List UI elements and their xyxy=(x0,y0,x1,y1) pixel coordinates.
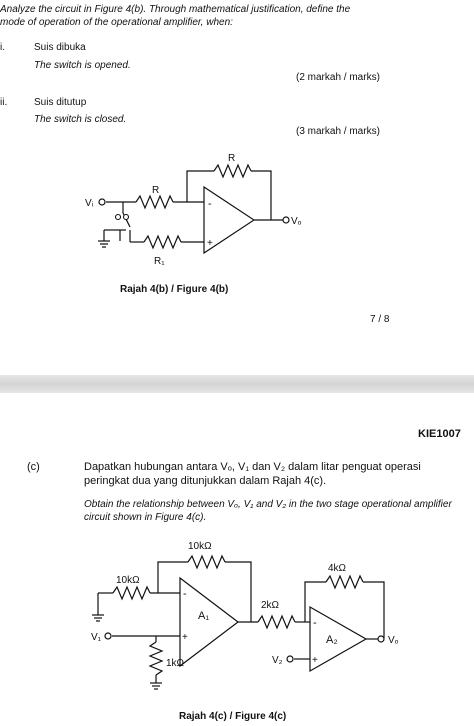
label-a2-minus: - xyxy=(313,617,317,629)
label-10k-feedback: 10kΩ xyxy=(188,541,212,552)
course-code: KIE1007 xyxy=(418,428,461,440)
label-minus: - xyxy=(208,198,212,210)
label-a2-plus: + xyxy=(312,655,318,666)
label-a1-plus: + xyxy=(182,632,188,643)
vo-terminal-2 xyxy=(377,635,385,643)
label-10k-input: 10kΩ xyxy=(116,575,140,586)
label-1k: 1kΩ xyxy=(166,658,185,669)
resistor-r-input xyxy=(135,194,174,210)
figure-4b-circuit: R R R₁ Vᵢ Vₒ - + xyxy=(85,153,302,267)
label-v2: V₂ xyxy=(272,655,283,666)
label-r1: R₁ xyxy=(154,256,165,267)
resistor-r1 xyxy=(143,234,182,250)
intro-line-2: mode of operation of the operational amp… xyxy=(0,17,233,28)
question-malay-line-1: Dapatkan hubungan antara Vₒ, V₁ dan V₂ d… xyxy=(84,461,421,473)
part-label: (c) xyxy=(27,461,40,473)
resistor-1k xyxy=(148,641,164,676)
label-4k: 4kΩ xyxy=(328,563,347,574)
label-a2: A₂ xyxy=(326,634,338,646)
vi-terminal xyxy=(98,198,106,206)
question-english-line-1: Obtain the relationship between Vₒ, V₁ a… xyxy=(84,499,452,510)
label-vo-2: Vₒ xyxy=(388,635,399,646)
label-vi: Vᵢ xyxy=(85,198,94,209)
label-r-feedback: R xyxy=(228,153,235,164)
figure-4c-circuit: 10kΩ 10kΩ 2kΩ 4kΩ 1kΩ A₁ A₂ V₁ V₂ Vₒ - +… xyxy=(91,541,399,690)
item-marks-2: (3 markah / marks) xyxy=(296,126,380,137)
page-number: 7 / 8 xyxy=(370,314,390,325)
page-separator xyxy=(0,375,474,393)
resistor-4k-feedback xyxy=(325,574,364,590)
op-amp-a1 xyxy=(179,576,239,668)
item-english-2: The switch is closed. xyxy=(34,114,127,125)
op-amp-symbol xyxy=(203,185,256,255)
resistor-10k-feedback xyxy=(187,554,226,570)
item-malay-1: Suis dibuka xyxy=(34,42,86,53)
v1-terminal xyxy=(104,632,112,640)
question-malay-line-2: peringkat dua yang ditunjukkan dalam Raj… xyxy=(84,475,327,487)
figure-4b-caption: Rajah 4(b) / Figure 4(b) xyxy=(120,284,229,295)
label-2k: 2kΩ xyxy=(261,600,280,611)
v2-terminal xyxy=(286,655,294,663)
item-malay-2: Suis ditutup xyxy=(34,97,87,108)
vo-terminal xyxy=(282,216,290,224)
resistor-2k xyxy=(257,614,296,630)
label-plus: + xyxy=(207,238,213,249)
item-number-1: i. xyxy=(0,42,5,53)
label-r-input: R xyxy=(152,185,159,196)
op-amp-a2 xyxy=(309,605,368,673)
item-english-1: The switch is opened. xyxy=(34,60,131,71)
item-number-2: ii. xyxy=(0,97,8,108)
label-a1: A₁ xyxy=(198,610,209,622)
question-english-line-2: circuit shown in Figure 4(c). xyxy=(84,512,207,523)
item-marks-1: (2 markah / marks) xyxy=(296,72,380,83)
intro-line-1: Analyze the circuit in Figure 4(b). Thro… xyxy=(0,4,351,15)
resistor-10k-input xyxy=(112,585,151,601)
label-v1: V₁ xyxy=(91,632,102,643)
resistor-r-feedback xyxy=(213,163,252,179)
figure-4c-caption: Rajah 4(c) / Figure 4(c) xyxy=(179,711,287,722)
label-vo: Vₒ xyxy=(291,216,302,227)
label-a1-minus: - xyxy=(183,588,187,600)
